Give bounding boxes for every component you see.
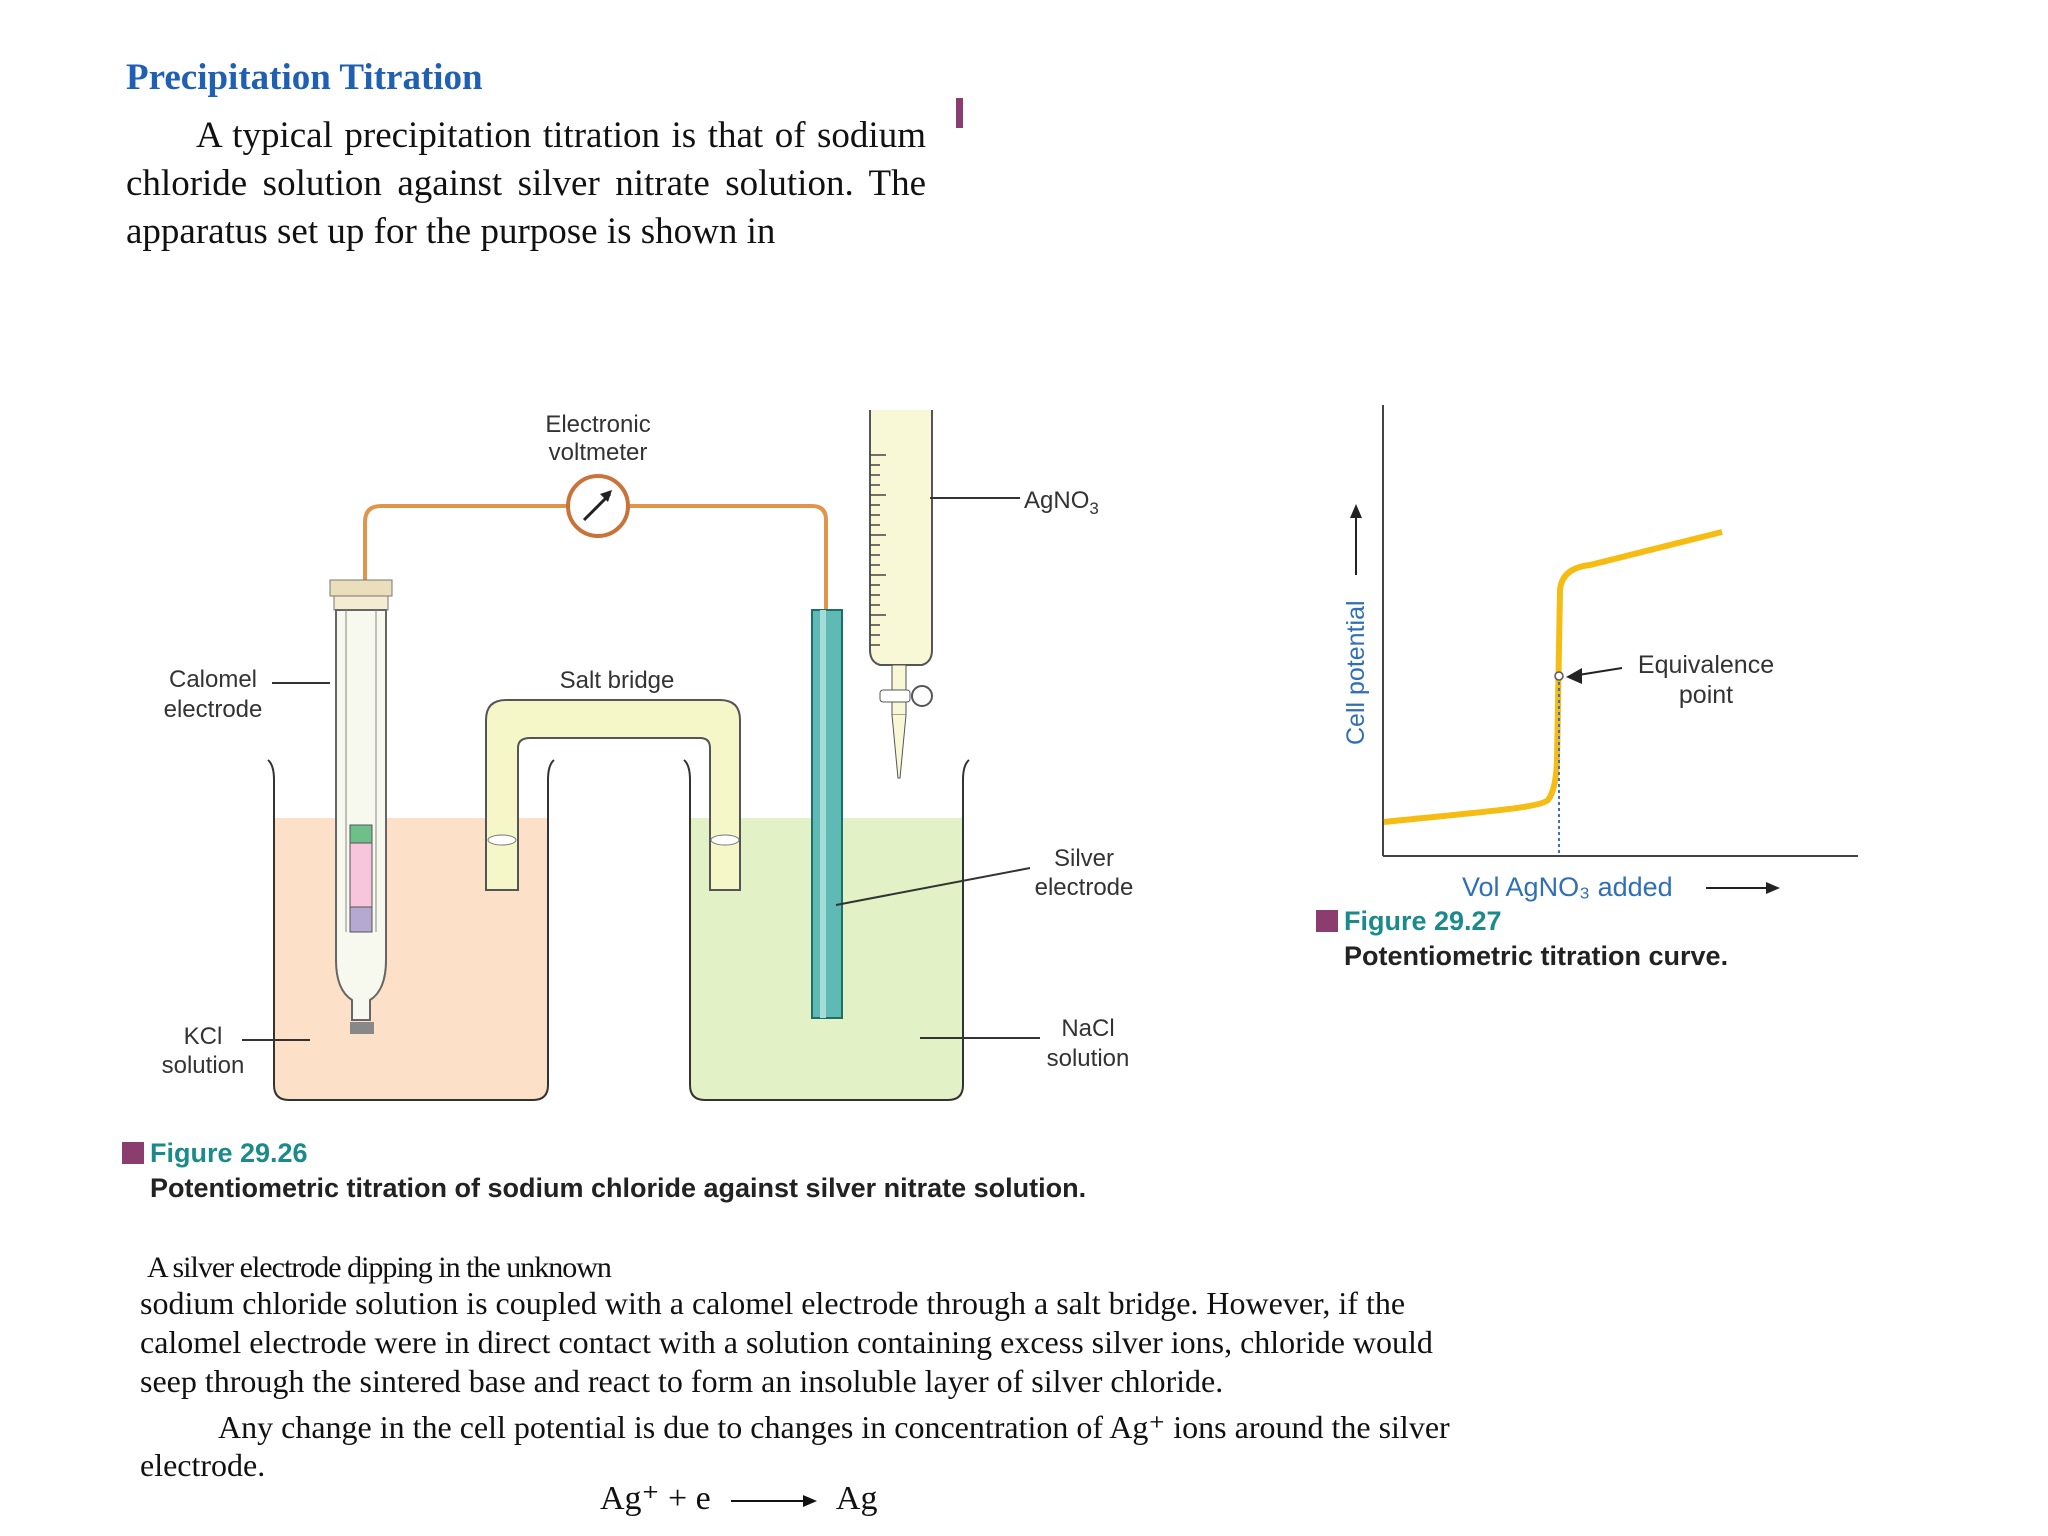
body-para2-line-1: Any change in the cell potential is due … xyxy=(218,1409,1450,1445)
margin-marker xyxy=(956,98,963,128)
burette-tip xyxy=(891,714,907,779)
body-para2-line-2: electrode. xyxy=(140,1447,266,1483)
equivalence-arrow-icon xyxy=(1566,668,1582,684)
body-line-3: calomel electrode were in direct contact… xyxy=(140,1324,1433,1360)
equivalence-label-2: point xyxy=(1679,681,1733,709)
y-axis-label: Cell potential xyxy=(1342,600,1370,745)
figure-27-caption: Figure 29.27 Potentiometric titration cu… xyxy=(1316,906,1728,972)
body-line-2: sodium chloride solution is coupled with… xyxy=(140,1285,1406,1321)
x-axis-label: Vol AgNO₃ added xyxy=(1462,872,1673,902)
intro-paragraph: A typical precipitation titration is tha… xyxy=(126,112,926,256)
salt-bridge-label: Salt bridge xyxy=(560,667,675,694)
equation-lhs: Ag⁺ + e xyxy=(600,1480,711,1517)
silver-leader xyxy=(835,867,1031,906)
left-beaker xyxy=(267,759,555,1101)
figure-26-title: Figure 29.26 xyxy=(150,1138,308,1168)
voltmeter-label-1: Electronic xyxy=(545,411,650,438)
kcl-label-2: solution xyxy=(162,1052,245,1079)
silver-label-2: electrode xyxy=(1035,874,1134,901)
x-axis-arrow-icon xyxy=(1766,882,1780,894)
kcl-label-1: KCl xyxy=(184,1023,223,1050)
caption-square-icon xyxy=(122,1142,144,1164)
nacl-label-1: NaCl xyxy=(1061,1015,1114,1042)
right-beaker xyxy=(683,759,970,1101)
burette xyxy=(869,410,933,666)
figure-26-description: Potentiometric titration of sodium chlor… xyxy=(150,1173,1087,1203)
reaction-arrow-icon xyxy=(731,1495,818,1508)
silver-electrode xyxy=(811,609,843,1019)
section-heading: Precipitation Titration xyxy=(126,57,483,98)
body-line-1: A silver electrode dipping in the unknow… xyxy=(147,1251,612,1284)
caption-square-icon xyxy=(1316,910,1338,932)
intro-text: A typical precipitation titration is tha… xyxy=(126,115,926,252)
equivalence-label-1: Equivalence xyxy=(1638,651,1774,679)
calomel-cap-ring xyxy=(333,595,389,611)
figure-27-title: Figure 29.27 xyxy=(1344,906,1502,936)
calomel-paste xyxy=(349,842,373,908)
body-line-4: seep through the sintered base and react… xyxy=(140,1363,1224,1399)
equation-rhs: Ag xyxy=(835,1480,878,1517)
burette-scale xyxy=(870,454,886,646)
silver-label-1: Silver xyxy=(1054,845,1114,872)
salt-bridge-plug-left xyxy=(487,834,517,846)
nacl-label-2: solution xyxy=(1047,1045,1130,1072)
salt-bridge-plug-right xyxy=(710,834,740,846)
silver-electrode-shine xyxy=(820,610,826,1018)
reaction-equation: Ag⁺ + e Ag xyxy=(600,1478,877,1518)
salt-bridge xyxy=(485,699,741,891)
figure-26-caption: Figure 29.26 Potentiometric titration of… xyxy=(122,1138,1086,1204)
voltmeter-label-2: voltmeter xyxy=(549,439,648,466)
titration-curve xyxy=(1383,529,1723,825)
agno3-label: AgNO3 xyxy=(1024,487,1099,518)
wire-right xyxy=(628,504,828,610)
burette-stopcock xyxy=(879,689,911,703)
calomel-cap xyxy=(329,579,393,597)
equivalence-point-marker xyxy=(1554,671,1564,681)
voltmeter-arrow-icon xyxy=(600,490,612,502)
calomel-label-1: Calomel xyxy=(169,666,257,693)
figure-27-description: Potentiometric titration curve. xyxy=(1344,941,1729,971)
wire-left xyxy=(363,504,568,580)
y-axis-arrow-icon xyxy=(1350,504,1362,518)
calomel-tube xyxy=(335,609,387,1021)
calomel-layer-green xyxy=(349,824,373,844)
calomel-sintered-base xyxy=(350,1022,374,1034)
stopcock-knob xyxy=(911,685,933,707)
calomel-label-2: electrode xyxy=(164,696,263,723)
calomel-mercury xyxy=(349,906,373,933)
